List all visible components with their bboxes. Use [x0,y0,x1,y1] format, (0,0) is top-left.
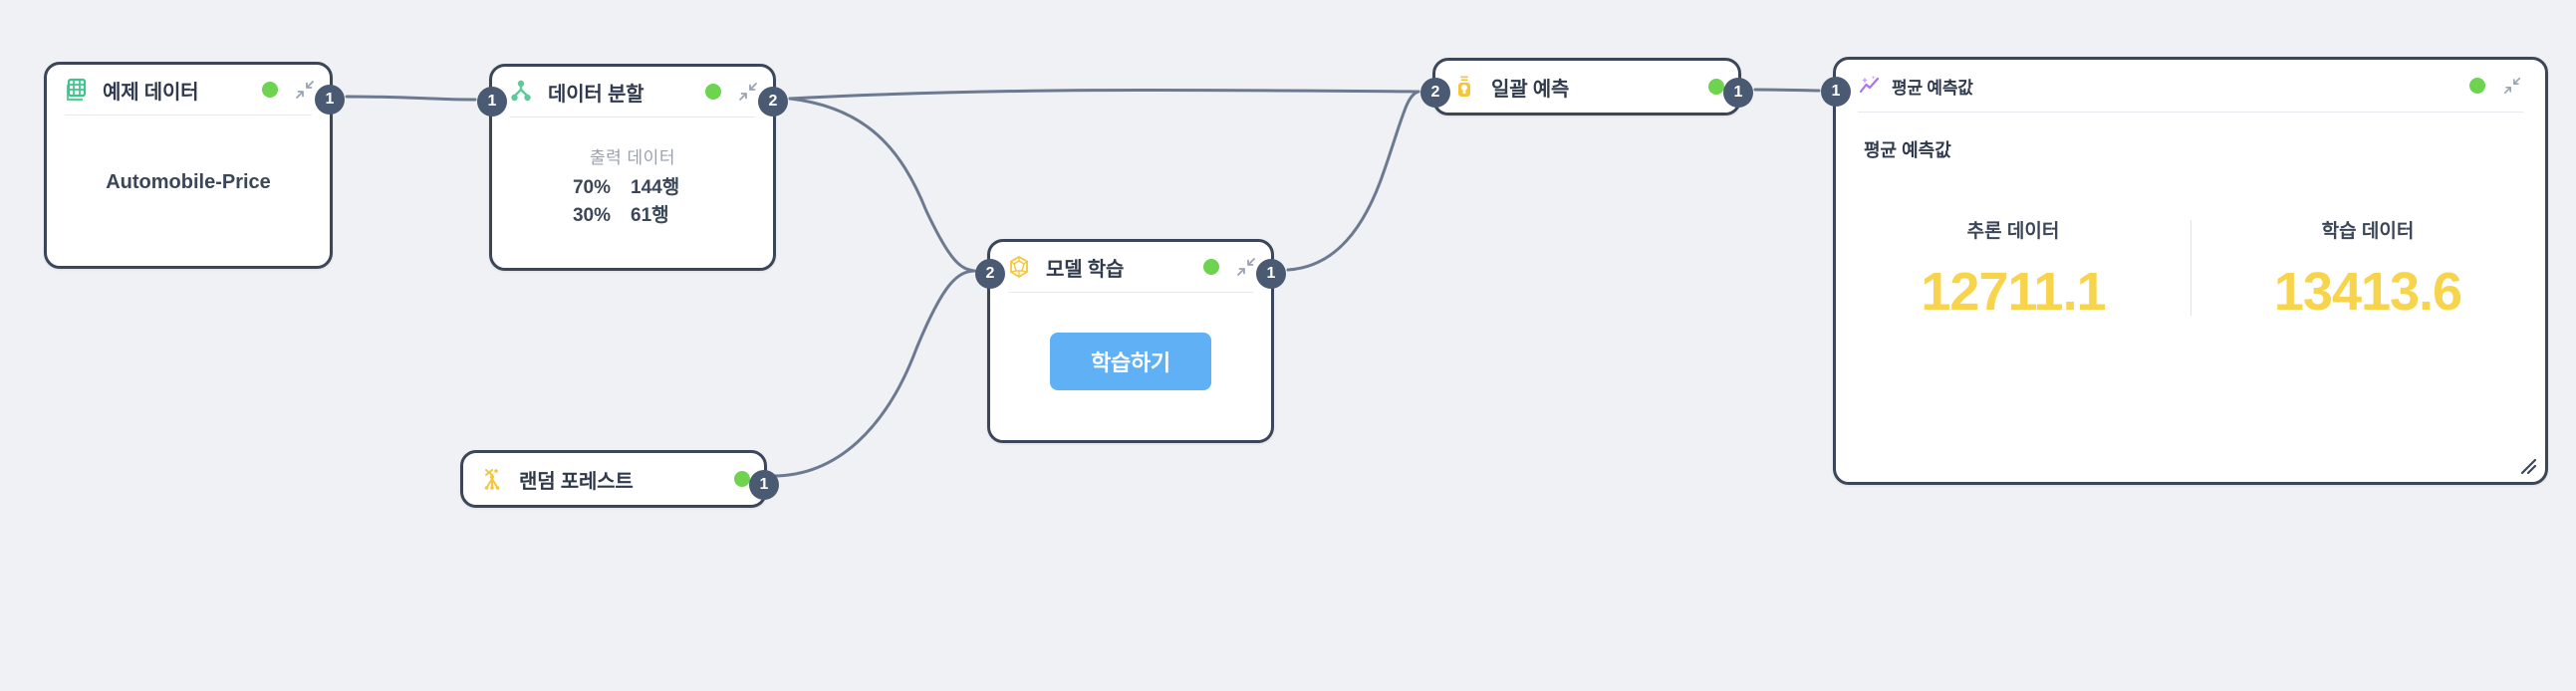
metric-value: 13413.6 [2273,262,2462,322]
node-header: 2 일괄 예측 1 [1420,61,1753,113]
split-percent: 30% [572,204,611,226]
node-random-forest[interactable]: 랜덤 포레스트 1 [460,450,779,508]
input-port-1[interactable]: 1 [477,87,507,116]
node-title: 데이터 분할 [548,83,644,106]
edge-predict-to-result [1753,88,1821,93]
node-title: 일괄 예측 [1491,78,1570,101]
split-row-count: 144행 [631,177,680,198]
node-result-panel[interactable]: 1 평균 예측값 평균 예측값 [1821,57,2548,485]
node-header: 2 모델 학습 1 [975,242,1286,292]
input-port-2[interactable]: 2 [1420,78,1450,108]
collapse-icon[interactable] [2501,75,2523,97]
node-title: 예제 데이터 [103,81,199,104]
status-indicator [2469,78,2485,94]
edge-forest-to-train [771,269,976,478]
node-header: 랜덤 포레스트 1 [463,453,779,505]
status-indicator [262,82,278,98]
metric-training: 학습 데이터 13413.6 [2190,216,2545,319]
node-batch-predict[interactable]: 2 일괄 예측 1 [1420,58,1753,115]
split-row: 30% 61행 [510,202,755,230]
random-forest-icon [479,466,505,492]
result-heading: 평균 예측값 [1864,140,1951,160]
header-divider [1858,112,2523,113]
output-port-2[interactable]: 2 [758,87,788,116]
split-row-count: 61행 [631,204,669,226]
edge-split-to-train [788,97,976,273]
node-sample-data[interactable]: 예제 데이터 1 Automobile-Price [44,62,345,269]
header-divider [510,116,755,117]
metric-inference: 추론 데이터 12711.1 [1836,216,2190,319]
edge-split-to-predict [788,88,1420,101]
header-divider [1008,292,1253,293]
status-indicator [1203,259,1219,275]
node-header: 1 평균 예측값 [1821,60,2545,112]
node-model-train[interactable]: 2 모델 학습 1 학습하 [975,239,1286,443]
output-port-1[interactable]: 1 [1723,78,1753,108]
input-port-1[interactable]: 1 [1821,77,1851,107]
split-percent: 70% [572,177,611,198]
node-header: 예제 데이터 1 [47,65,345,115]
output-port-1[interactable]: 1 [749,470,779,500]
edge-train-to-predict [1286,90,1420,272]
metrics-group: 추론 데이터 12711.1 학습 데이터 13413.6 [1836,216,2545,319]
metric-label: 학습 데이터 [2321,221,2415,242]
status-indicator [734,471,750,487]
node-title: 랜덤 포레스트 [519,470,634,493]
metric-value: 12711.1 [1921,262,2106,322]
prediction-jar-icon [1451,74,1477,100]
input-port-2[interactable]: 2 [975,259,1005,289]
node-body: 학습하기 [990,293,1271,404]
output-port-1[interactable]: 1 [1256,259,1286,289]
node-header: 1 데이터 분할 2 [477,67,788,116]
table-grid-icon [63,77,89,103]
node-body: 출력 데이터 70% 144행 30% 61행 [492,117,773,243]
split-branch-icon [508,79,534,105]
collapse-icon[interactable] [1235,256,1257,278]
node-data-split[interactable]: 1 데이터 분할 2 [477,64,788,271]
split-caption: 출력 데이터 [590,148,675,167]
status-indicator [705,84,721,100]
collapse-icon[interactable] [294,79,316,101]
node-title: 모델 학습 [1046,258,1125,281]
edge-sample-to-split [345,95,477,102]
split-row: 70% 144행 [510,174,755,202]
output-port-1[interactable]: 1 [315,85,345,115]
node-title: 평균 예측값 [1892,78,1973,98]
metric-label: 추론 데이터 [1966,221,2060,242]
model-polyhedron-icon [1006,254,1032,280]
train-button[interactable]: 학습하기 [1050,333,1211,390]
split-rows: 70% 144행 30% 61행 [510,174,755,229]
sparkle-chart-icon [1858,74,1882,98]
collapse-icon[interactable] [737,81,759,103]
dataset-name: Automobile-Price [106,171,271,193]
node-body: Automobile-Price [47,115,330,208]
status-indicator [1708,79,1724,95]
resize-handle-icon[interactable] [2517,455,2537,475]
